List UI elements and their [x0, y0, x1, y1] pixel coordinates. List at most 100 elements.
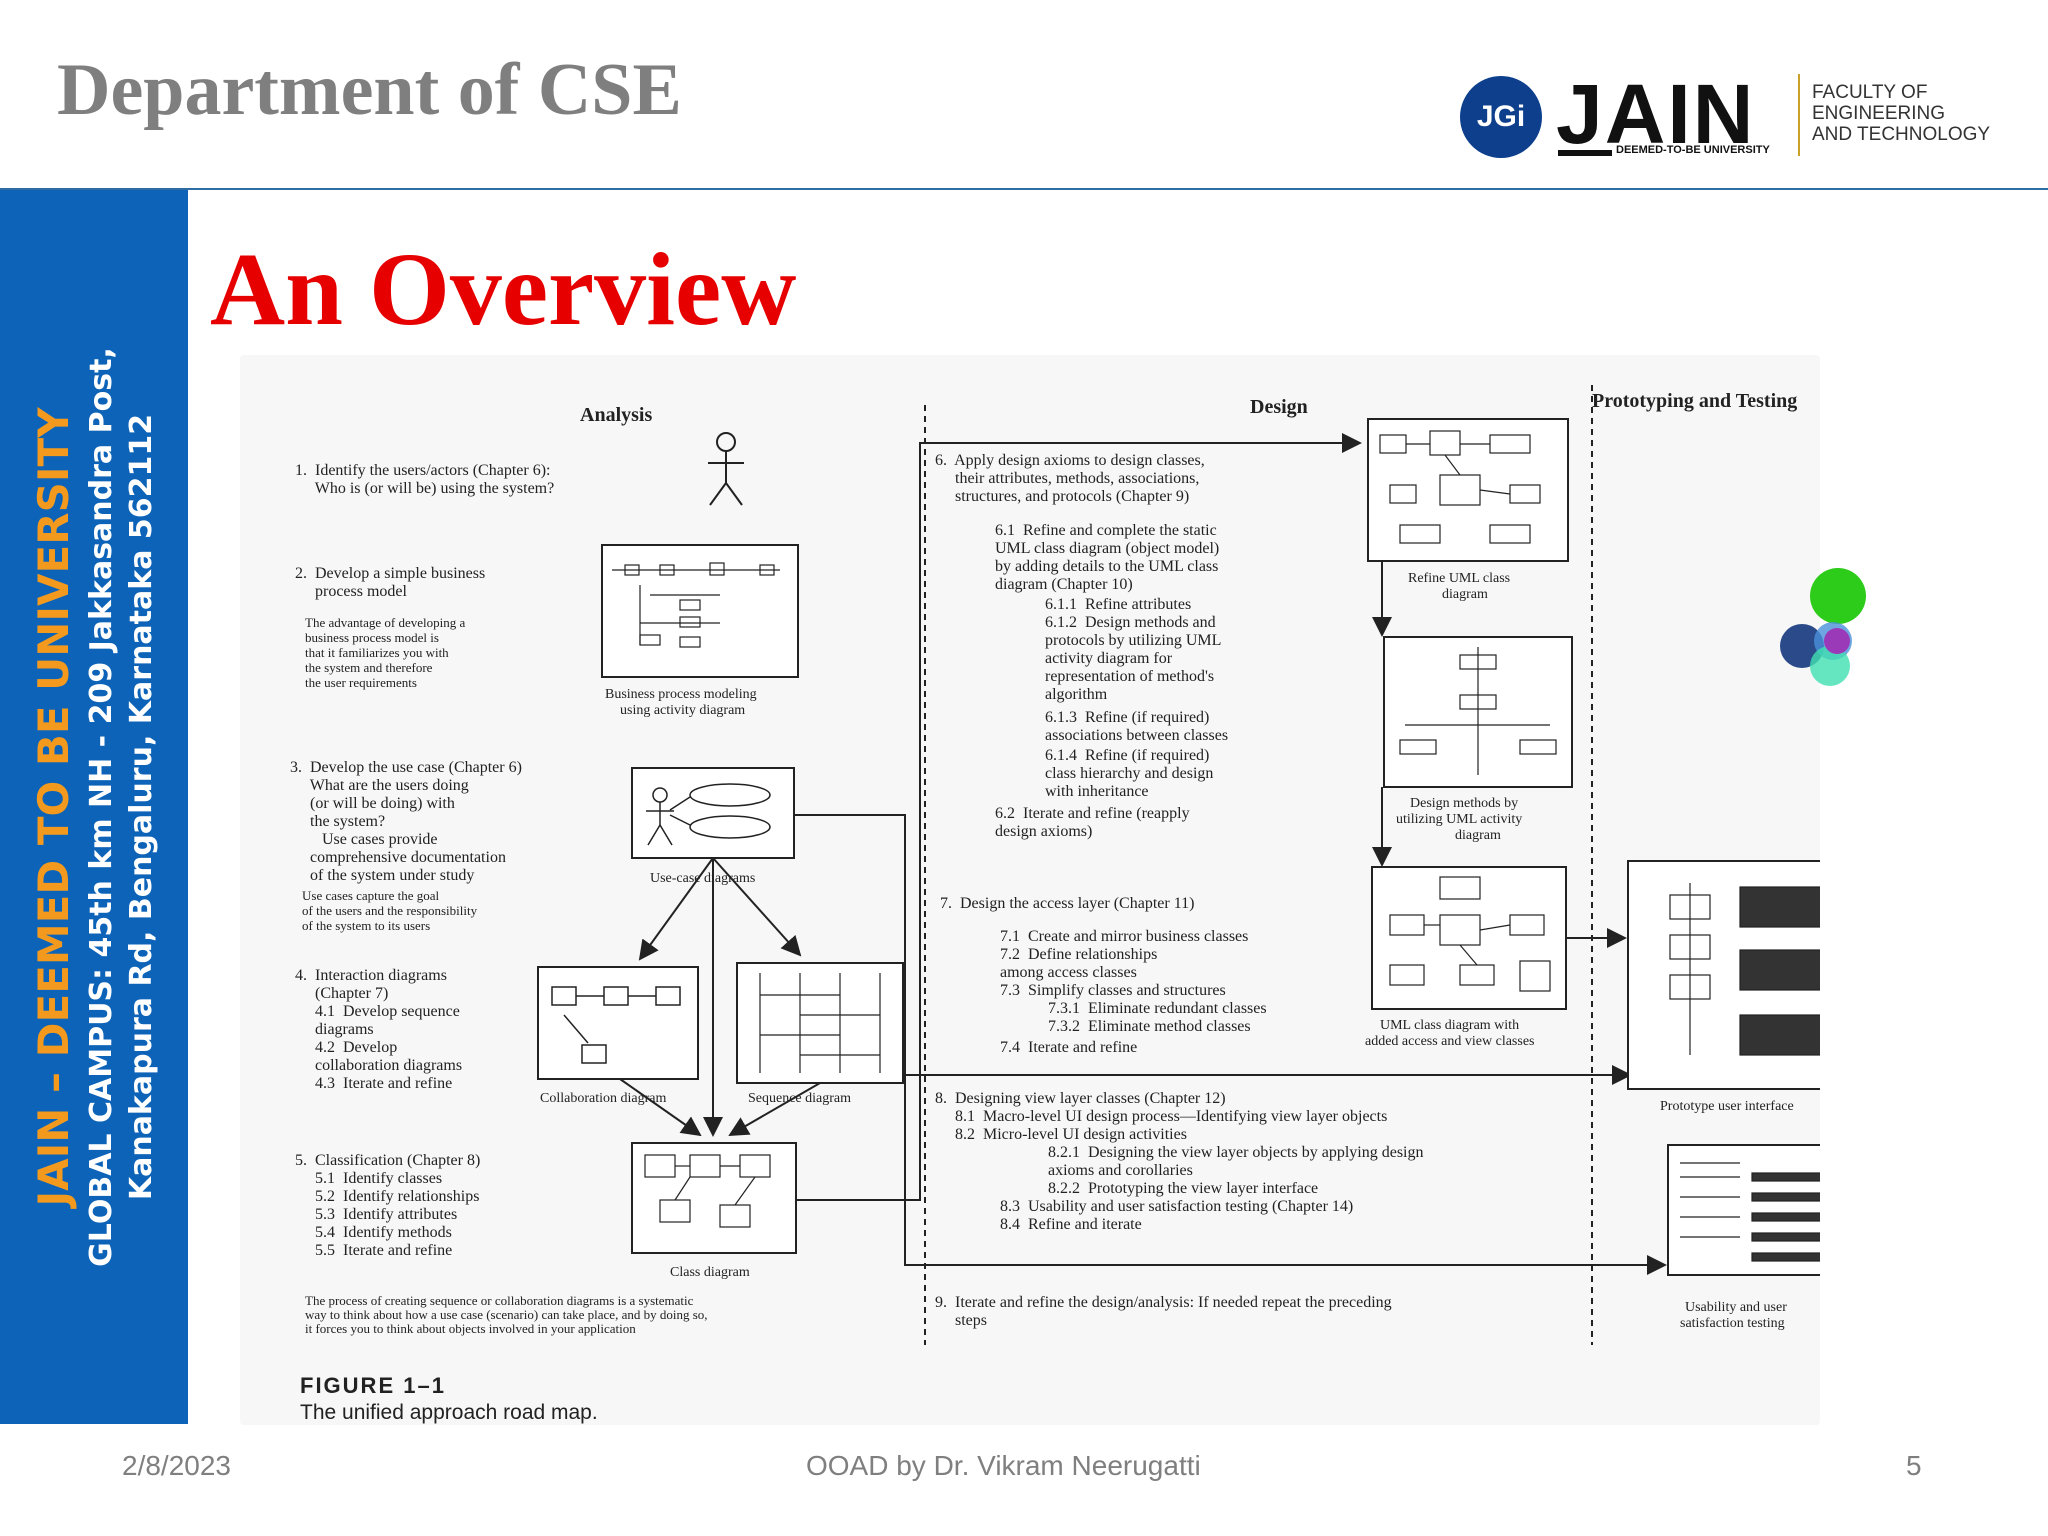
- svg-text:The process of creating sequen: The process of creating sequence or coll…: [305, 1293, 694, 1308]
- logo-faculty: FACULTY OF ENGINEERING AND TECHNOLOGY: [1812, 82, 1990, 145]
- design-step-6-1-sub: 6.1.1 Refine attributes 6.1.2 Design met…: [1045, 596, 1228, 800]
- svg-text:7.2 Define relationships: 7.2 Define relationships: [1000, 946, 1157, 963]
- svg-text:axioms and corollaries: axioms and corollaries: [1048, 1162, 1193, 1179]
- jgi-logo-icon: JGi: [1460, 76, 1542, 158]
- sidebar-text: JAIN – DEEMED TO BE UNIVERSITY GLOBAL CA…: [26, 257, 162, 1357]
- actor-icon: [708, 432, 744, 506]
- roadmap-diagram: Analysis Design Prototyping and Testing …: [290, 385, 1820, 1424]
- svg-text:6.1.4 Refine (if required): 6.1.4 Refine (if required): [1045, 747, 1209, 764]
- analysis-heading: Analysis: [580, 404, 652, 426]
- sidebar-university-name: JAIN – DEEMED TO BE UNIVERSITY: [29, 407, 78, 1207]
- svg-text:5. Classification (Chapter 8): 5. Classification (Chapter 8): [295, 1152, 480, 1169]
- analysis-note-sequence: The process of creating sequence or coll…: [305, 1293, 708, 1336]
- svg-text:of the system to its users: of the system to its users: [302, 918, 430, 933]
- faculty-line-1: FACULTY OF: [1812, 82, 1928, 103]
- svg-text:it forces you to think about o: it forces you to think about objects inv…: [305, 1321, 636, 1336]
- svg-text:the user requirements: the user requirements: [305, 675, 417, 690]
- slide-header: Department of CSE JGi JAIN DEEMED-TO-BE …: [0, 0, 2048, 190]
- analysis-arrows: [619, 433, 1667, 1275]
- svg-text:class hierarchy and design: class hierarchy and design: [1045, 765, 1213, 782]
- prototyping-heading: Prototyping and Testing: [1592, 390, 1797, 412]
- svg-text:design axioms): design axioms): [995, 823, 1092, 840]
- design-step-9: 9. Iterate and refine the design/analysi…: [935, 1294, 1392, 1329]
- svg-text:Refine UML class: Refine UML class: [1408, 571, 1510, 586]
- svg-text:Usability and user: Usability and user: [1685, 1300, 1787, 1315]
- svg-text:4. Interaction diagrams: 4. Interaction diagrams: [295, 967, 447, 984]
- analysis-step-2: 2. Develop a simple business process mod…: [295, 565, 485, 600]
- svg-text:diagram: diagram: [1442, 587, 1488, 602]
- svg-text:4.3 Iterate and refine: 4.3 Iterate and refine: [295, 1075, 452, 1092]
- svg-text:associations between classes: associations between classes: [1045, 727, 1228, 744]
- svg-text:structures, and protocols (Cha: structures, and protocols (Chapter 9): [935, 488, 1189, 505]
- collaboration-caption: Collaboration diagram: [540, 1091, 666, 1106]
- svg-text:6.1.3 Refine (if required): 6.1.3 Refine (if required): [1045, 709, 1209, 726]
- svg-text:diagram (Chapter 10): diagram (Chapter 10): [995, 576, 1133, 593]
- svg-text:added access and view classes: added access and view classes: [1365, 1034, 1534, 1049]
- svg-text:6.2 Iterate and refine (reapp: 6.2 Iterate and refine (reapply: [995, 805, 1190, 822]
- svg-text:5.5 Iterate and refine: 5.5 Iterate and refine: [295, 1242, 452, 1259]
- svg-text:5.2 Identify relationships: 5.2 Identify relationships: [295, 1188, 479, 1205]
- analysis-step-1: 1. Identify the users/actors (Chapter 6)…: [295, 462, 554, 497]
- university-sidebar: JAIN – DEEMED TO BE UNIVERSITY GLOBAL CA…: [0, 190, 188, 1424]
- svg-text:with inheritance: with inheritance: [1045, 783, 1149, 800]
- svg-text:satisfaction testing: satisfaction testing: [1680, 1316, 1785, 1331]
- svg-text:the system and therefore: the system and therefore: [305, 660, 433, 675]
- design-heading: Design: [1250, 396, 1308, 418]
- svg-text:Design methods by: Design methods by: [1410, 796, 1518, 811]
- svg-text:What are the users doing: What are the users doing: [290, 777, 469, 794]
- svg-text:collaboration diagrams: collaboration diagrams: [295, 1057, 462, 1074]
- svg-text:3. Develop the use case (Chap: 3. Develop the use case (Chapter 6): [290, 759, 522, 776]
- svg-text:The advantage of developing a: The advantage of developing a: [305, 615, 465, 630]
- design-step-7: 7. Design the access layer (Chapter 11): [940, 895, 1194, 912]
- logo-subtitle: DEEMED-TO-BE UNIVERSITY: [1616, 144, 1770, 156]
- svg-text:among access classes: among access classes: [1000, 964, 1137, 981]
- usability-testing-diagram: [1667, 1144, 1820, 1276]
- svg-text:UML class diagram with: UML class diagram with: [1380, 1018, 1519, 1033]
- svg-text:Use cases provide: Use cases provide: [290, 831, 438, 848]
- svg-text:5.1 Identify classes: 5.1 Identify classes: [295, 1170, 442, 1187]
- faculty-line-2: ENGINEERING: [1812, 103, 1946, 124]
- teal-dot: [1810, 646, 1850, 686]
- svg-text:8.2.2 Prototyping the view la: 8.2.2 Prototyping the view layer interfa…: [1048, 1180, 1318, 1197]
- figure-label: FIGURE 1–1: [300, 1373, 446, 1398]
- header-divider: [0, 188, 2048, 190]
- svg-text:diagrams: diagrams: [295, 1021, 374, 1038]
- analysis-step-2-note: The advantage of developing a business p…: [305, 615, 465, 690]
- svg-text:8.1 Macro-level UI design pro: 8.1 Macro-level UI design process—Identi…: [935, 1108, 1387, 1125]
- footer-author: OOAD by Dr. Vikram Neerugatti: [806, 1450, 1201, 1481]
- sequence-diagram: [736, 962, 904, 1084]
- analysis-step-3-note: Use cases capture the goal of the users …: [302, 888, 478, 933]
- svg-text:way to think about how a use c: way to think about how a use case (scena…: [305, 1307, 708, 1322]
- svg-text:business process model is: business process model is: [305, 630, 439, 645]
- collaboration-diagram: [537, 966, 699, 1080]
- svg-text:steps: steps: [935, 1312, 987, 1329]
- slide-title: An Overview: [210, 232, 797, 347]
- logo-bar: [1558, 150, 1612, 156]
- business-process-diagram: [601, 544, 799, 678]
- svg-text:6.1 Refine and complete the s: 6.1 Refine and complete the static: [995, 522, 1217, 539]
- svg-text:Business process modeling: Business process modeling: [605, 687, 757, 702]
- decorative-dots: [1780, 568, 1880, 688]
- svg-text:by adding details to the UML c: by adding details to the UML class: [995, 558, 1218, 575]
- design-step-8: 8. Designing view layer classes (Chapter…: [935, 1090, 1387, 1143]
- svg-text:comprehensive documentation: comprehensive documentation: [290, 849, 506, 866]
- svg-text:algorithm: algorithm: [1045, 686, 1108, 703]
- svg-text:process model: process model: [295, 583, 408, 600]
- sidebar-address-line-1: GLOBAL CAMPUS: 45th km NH - 209 Jakkasan…: [84, 347, 119, 1267]
- analysis-step-5: 5. Classification (Chapter 8) 5.1 Identi…: [295, 1152, 480, 1259]
- green-dot: [1810, 568, 1866, 624]
- svg-text:6.1.2 Design methods and: 6.1.2 Design methods and: [1045, 614, 1216, 631]
- faculty-line-3: AND TECHNOLOGY: [1812, 124, 1991, 145]
- footer-date: 2/8/2023: [122, 1450, 231, 1481]
- design-step-7-4: 7.4 Iterate and refine: [1000, 1039, 1137, 1056]
- svg-text:7.1 Create and mirror busines: 7.1 Create and mirror business classes: [1000, 928, 1248, 945]
- purple-dot: [1824, 628, 1850, 654]
- unified-approach-figure: Analysis Design Prototyping and Testing …: [240, 355, 1820, 1425]
- prototype-ui-diagram: [1627, 860, 1820, 1090]
- svg-text:5.4 Identify methods: 5.4 Identify methods: [295, 1224, 452, 1241]
- design-step-7-sub: 7.1 Create and mirror business classes 7…: [1000, 928, 1248, 999]
- analysis-step-3: 3. Develop the use case (Chapter 6) What…: [290, 759, 522, 884]
- svg-text:4.1 Develop sequence: 4.1 Develop sequence: [295, 1003, 460, 1020]
- svg-text:8. Designing view layer class: 8. Designing view layer classes (Chapter…: [935, 1090, 1226, 1107]
- svg-text:2. Develop a simple business: 2. Develop a simple business: [295, 565, 485, 582]
